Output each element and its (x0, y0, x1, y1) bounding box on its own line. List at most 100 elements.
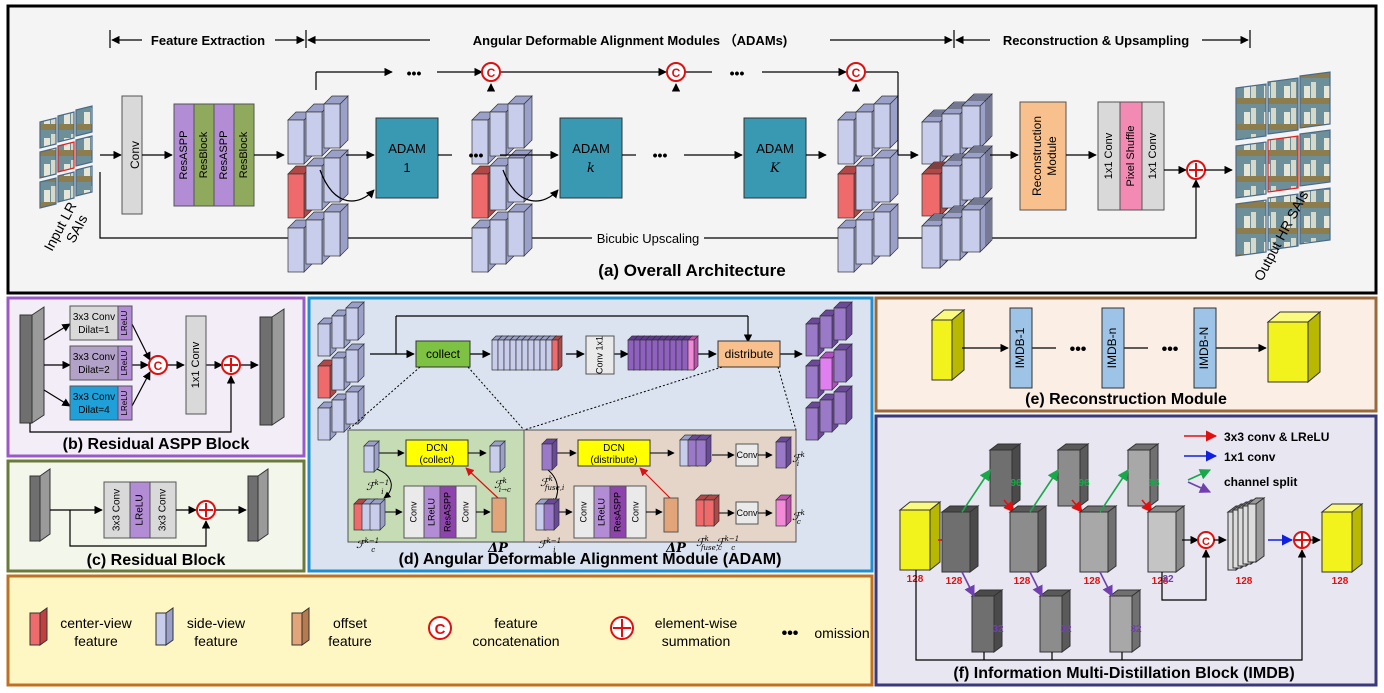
adam-index-K: K (769, 161, 781, 176)
adam-block-K: ADAM K (743, 117, 807, 199)
adam-top-arrows (370, 315, 803, 359)
feature-map (775, 436, 792, 469)
side-view-feature (323, 95, 349, 149)
sai-image (75, 165, 93, 197)
feature-map (363, 440, 380, 473)
stage-adams: Angular Deformable Alignment Modules （AD… (473, 33, 787, 48)
svg-text:Conv: Conv (460, 501, 470, 523)
channel-count-label: 128 (1014, 576, 1031, 587)
legend-concat-2: concatenation (472, 633, 559, 649)
legend-offset-1: offset (333, 615, 367, 631)
svg-text:ΔP: ΔP (487, 541, 509, 556)
legend-sum-2: summation (662, 633, 730, 649)
resblock-arrows (50, 505, 247, 547)
svg-text:ResASPP: ResASPP (612, 492, 622, 532)
svg-text:IMDB-n: IMDB-n (1105, 328, 1119, 369)
recon-label-2: Module (1045, 136, 1059, 176)
gray-feature (1146, 505, 1186, 573)
gray-feature (970, 589, 1004, 653)
center-view-feature (551, 335, 563, 371)
dots-e-2: ••• (1162, 341, 1179, 358)
channel-count-label: 96 (1078, 478, 1090, 489)
output-feature-e (1266, 310, 1322, 384)
svg-text:LReLU: LReLU (135, 494, 146, 525)
side-view-feature (961, 99, 987, 149)
stacked-features-collected (491, 335, 563, 371)
channel-count-label: 32 (1130, 624, 1142, 635)
pixel-shuffle-label: Pixel Shuffle (1125, 126, 1137, 187)
distribute-box: distribute (717, 340, 781, 368)
svg-text:C: C (672, 66, 681, 80)
side-view-feature (873, 95, 899, 149)
svg-text:LReLU: LReLU (426, 498, 436, 526)
gray-feature (1126, 443, 1160, 507)
conv-label: Conv (128, 141, 142, 169)
feature-map (695, 434, 712, 467)
center-view-feature (687, 335, 699, 371)
sum-icon-a (1186, 160, 1206, 180)
svg-text:C: C (435, 621, 446, 638)
channel-count-label: 96 (1010, 478, 1022, 489)
output-feature-c (247, 468, 269, 542)
sai-image (1267, 193, 1299, 251)
sai-image (75, 105, 93, 137)
aspp-branch-dilation: Dilat=1 (78, 325, 110, 336)
side-view-feature (873, 203, 899, 257)
adam-block-k: ADAM k (559, 117, 623, 199)
svg-text:DCN: DCN (426, 443, 448, 454)
panel-b-title: (b) Residual ASPP Block (63, 436, 250, 453)
channel-count-label: 128 (1084, 576, 1101, 587)
bicubic-label-bg (592, 230, 704, 246)
resblock-label-2: ResBlock (238, 131, 250, 178)
aspp-branch-label: 3x3 Conv (73, 312, 115, 323)
sai-image (1235, 141, 1267, 199)
gray-feature (1078, 505, 1118, 573)
svg-text:Conv: Conv (630, 501, 640, 523)
feature-map (543, 498, 560, 531)
main-chain-arrows (315, 67, 919, 202)
aspp-branch-dilation: Dilat=2 (78, 365, 110, 376)
gray-feature (1108, 589, 1142, 653)
lrelu-label: LReLU (120, 350, 129, 375)
svg-text:1x1 conv: 1x1 conv (1224, 450, 1276, 464)
feature-map (703, 494, 720, 527)
svg-text:LReLU: LReLU (596, 498, 606, 526)
side-view-feature (323, 203, 349, 257)
dots-top-2: ••• (730, 65, 745, 81)
adam-index-1: 1 (403, 160, 410, 175)
panel-e-title: (e) Reconstruction Module (1025, 391, 1227, 408)
svg-text:IMDB-N: IMDB-N (1197, 327, 1211, 370)
legend-sum-icon (610, 616, 634, 640)
adam-label-K: ADAM (756, 141, 794, 156)
svg-text:Conv: Conv (408, 501, 418, 523)
svg-text:C: C (154, 359, 163, 373)
upsampling-stack: 1x1 Conv Pixel Shuffle 1x1 Conv (1097, 101, 1165, 211)
side-view-feature (331, 309, 351, 349)
side-view-feature (345, 385, 365, 425)
channel-count-label: 128 (1236, 576, 1253, 587)
dots-e-1: ••• (1070, 341, 1087, 358)
aspp-branch-dilation: Dilat=4 (78, 405, 110, 416)
sum-icon-b (221, 355, 241, 375)
legend-panel: center-view feature side-view feature of… (6, 574, 874, 687)
legend-omission: omission (814, 625, 869, 641)
svg-text:Conv: Conv (736, 450, 758, 460)
input-feature-e (930, 308, 966, 382)
panel-a-overall-architecture: Feature Extraction Angular Deformable Al… (6, 4, 1378, 295)
side-view-feature (507, 95, 533, 149)
stage-reconstruction: Reconstruction & Upsampling (1003, 33, 1189, 48)
sai-image (1235, 199, 1267, 257)
conv1x1-label-a1: 1x1 Conv (1103, 132, 1115, 179)
legend-center-1: center-view (60, 615, 132, 631)
input-feature-b (19, 306, 45, 424)
gray-feature (1038, 589, 1072, 653)
side-view-feature (507, 149, 533, 203)
adam-feature-grids (317, 301, 853, 441)
resaspp-label-1: ResASPP (178, 131, 190, 180)
panel-d-adam: collect Conv 1x1 distribute DCN (collect… (307, 296, 874, 573)
concat-icon-f: C (1197, 531, 1215, 549)
legend-concat-icon: C (428, 616, 452, 640)
